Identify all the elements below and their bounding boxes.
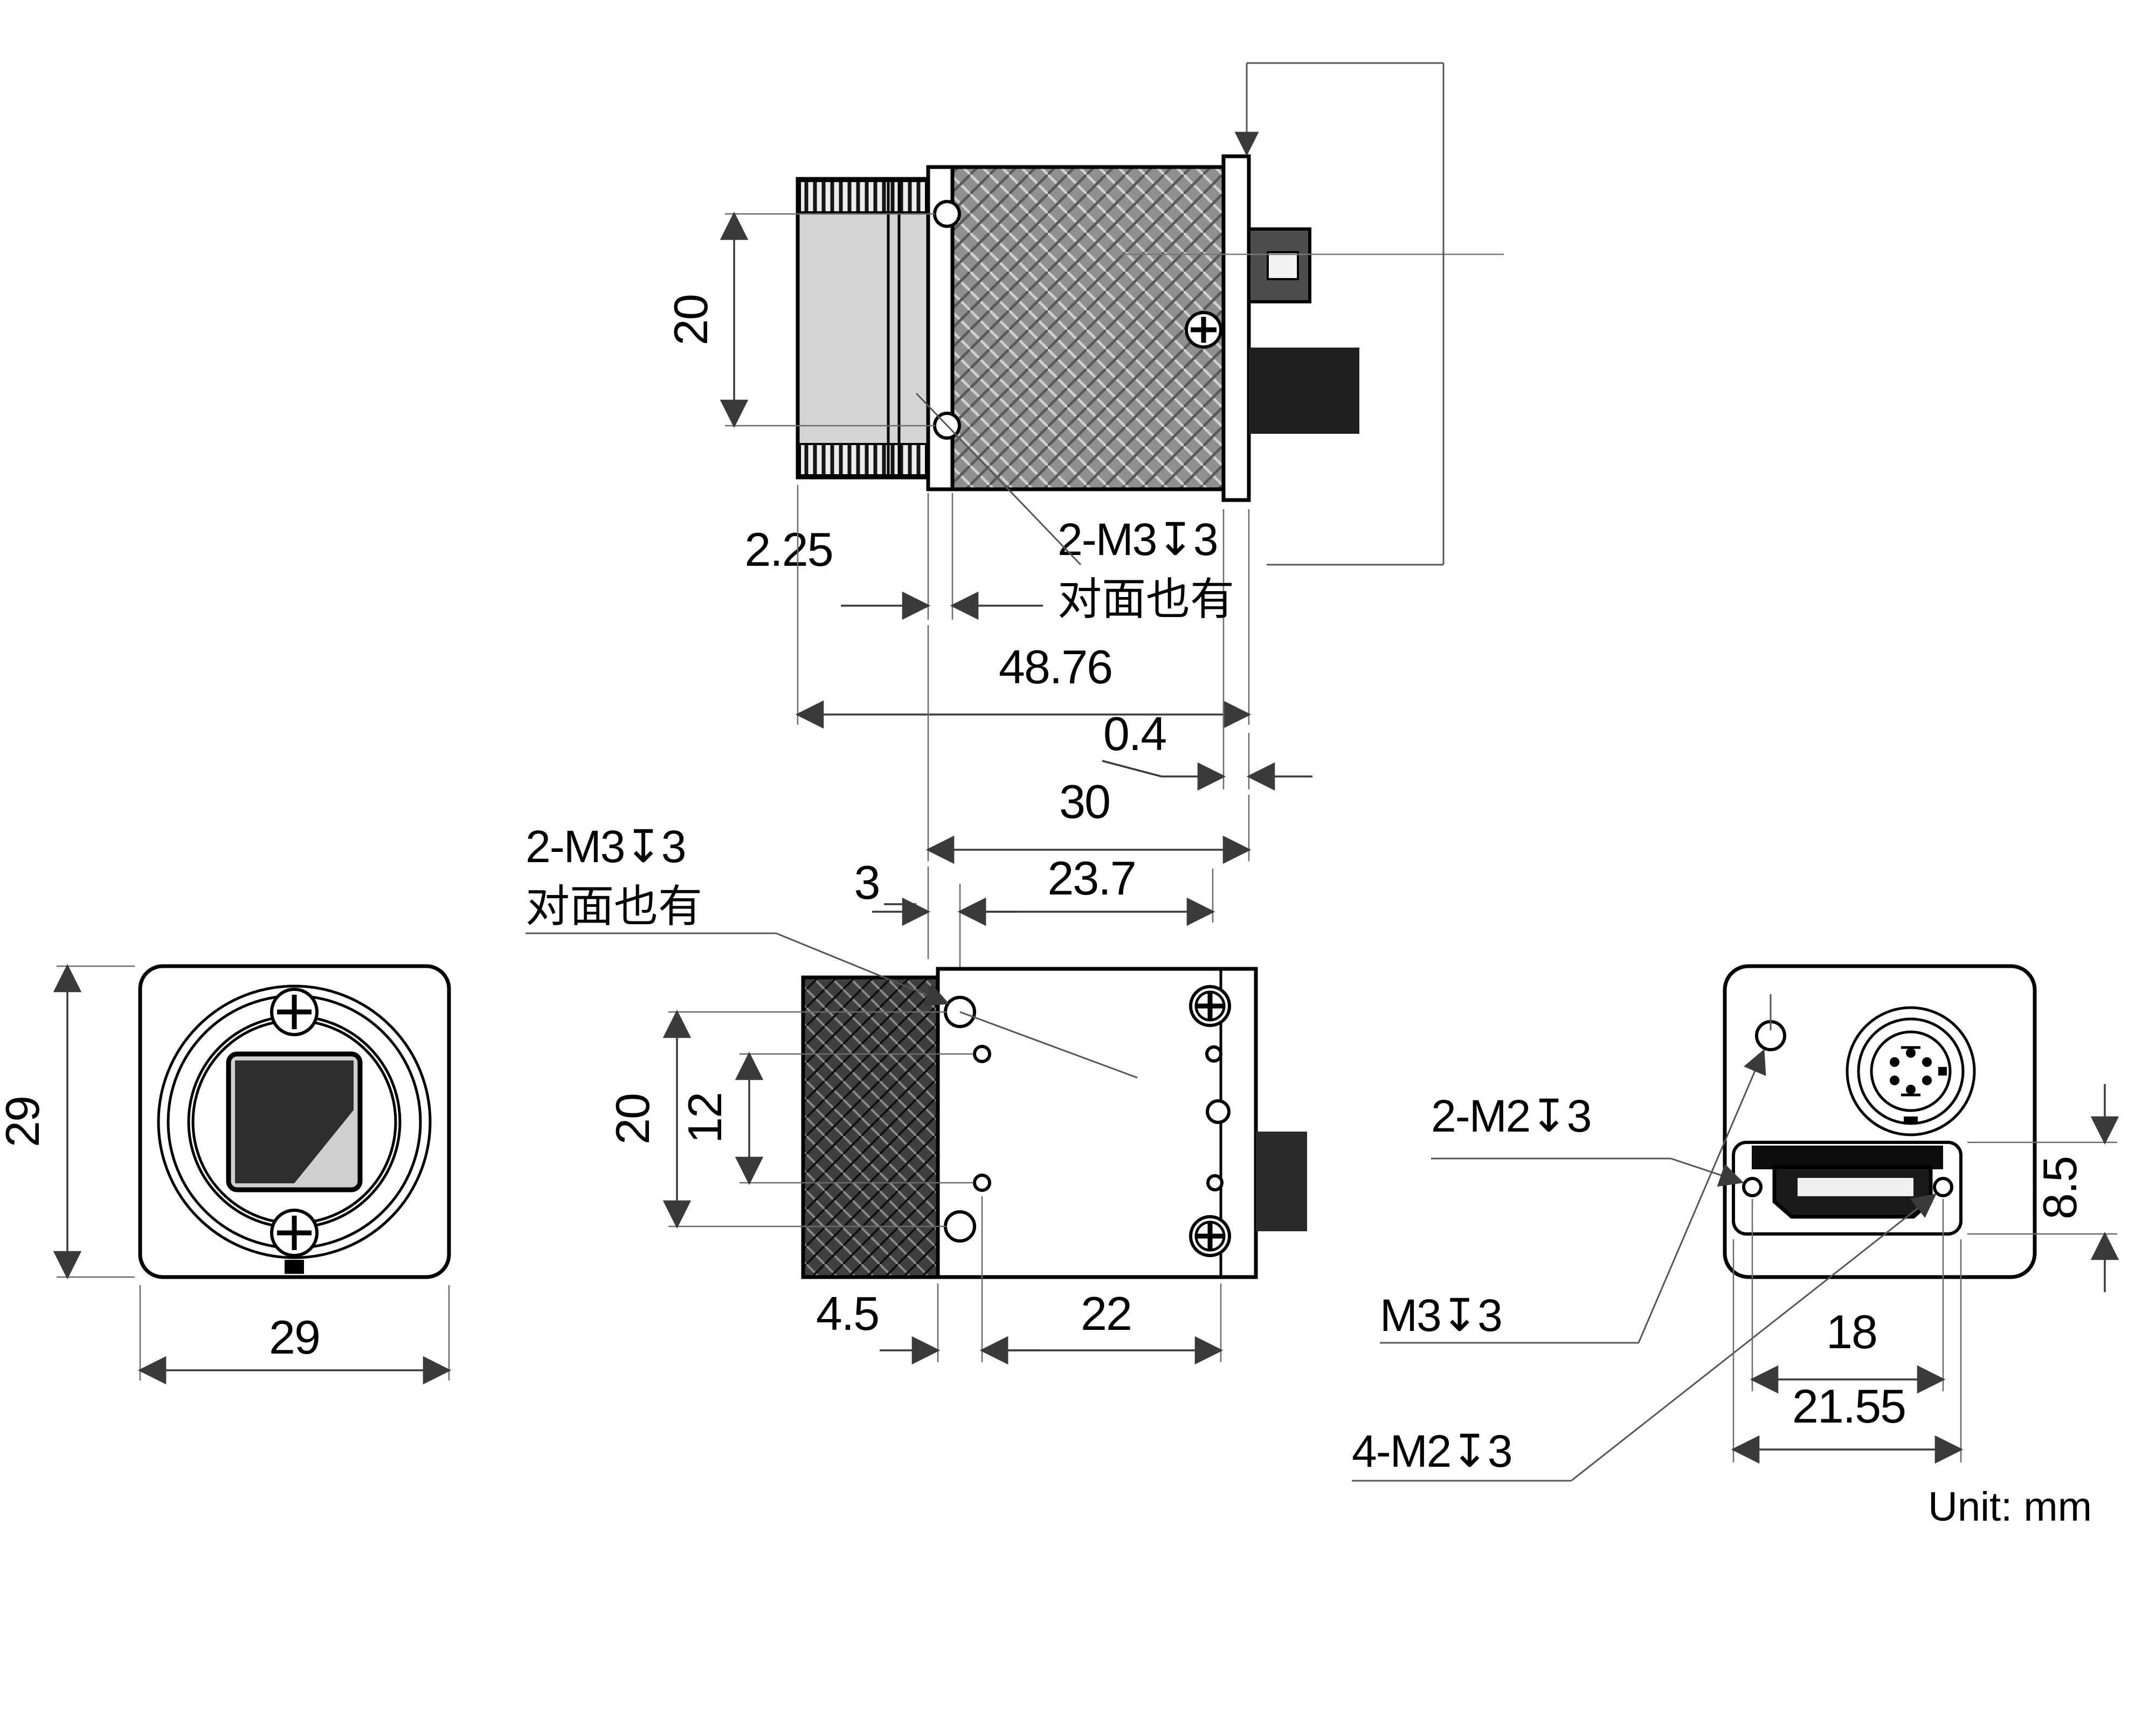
callout-4m2: 4-M2↧3 <box>1352 1426 1511 1476</box>
dim-top-hole-span: 20 <box>664 295 717 345</box>
hdmi-screw-left <box>1742 1177 1763 1197</box>
side-small-hole-1 <box>973 1045 991 1063</box>
dim-front-height: 29 <box>0 1097 49 1147</box>
callout-m3: M3↧3 <box>1380 1290 1502 1341</box>
back-view-dimensions: 8.5 18 21.55 <box>1731 1084 2119 1464</box>
side-strip-hole-3 <box>1206 1174 1224 1191</box>
hdmi-tongue <box>1798 1178 1913 1196</box>
connector-pin-4 <box>1906 1085 1916 1094</box>
side-view <box>801 967 1307 1279</box>
dim-flange-thickness: 2.25 <box>744 523 832 576</box>
side-strip-hole-2 <box>1206 1099 1231 1124</box>
connector-top-notch <box>1267 251 1299 280</box>
back-view <box>1723 964 2037 1279</box>
top-view-dimensions: 20 2.25 48.76 0.4 30 3 23.7 <box>664 211 1312 1017</box>
side-view-thread-callout: 2-M3↧3 对面也有 <box>526 821 1138 1079</box>
front-view-dimensions: 29 29 <box>0 963 452 1385</box>
lens-knurl-band-bottom <box>799 443 927 476</box>
top-thread-note: 对面也有 <box>1058 575 1234 624</box>
side-connector-block <box>1256 1132 1307 1231</box>
dim-overall-length: 48.76 <box>999 640 1112 693</box>
lens-barrel <box>796 177 930 480</box>
dim-recess-width: 21.55 <box>1792 1379 1905 1433</box>
side-small-hole-2 <box>973 1174 991 1192</box>
dim-side-hole-span: 20 <box>606 1094 659 1145</box>
top-view <box>796 154 1504 502</box>
side-thread-note: 对面也有 <box>526 882 702 931</box>
side-m3-hole-2 <box>944 1210 976 1243</box>
lens-mount-ring-outer <box>157 984 432 1259</box>
connector-pin-1 <box>1906 1048 1916 1058</box>
dim-holes-to-back: 23.7 <box>1047 851 1135 905</box>
callout-2m2: 2-M2↧3 <box>1431 1091 1591 1141</box>
side-strip-hole-1 <box>1205 1045 1222 1063</box>
top-view-screw <box>1185 311 1222 349</box>
dim-screw-spacing: 18 <box>1826 1305 1877 1358</box>
back-view-callouts: 2-M2↧3 M3↧3 4-M2↧3 <box>1352 1049 1937 1482</box>
side-view-dimensions: 20 12 4.5 22 <box>606 1009 1224 1365</box>
top-thread-label: 2-M3↧3 <box>1058 514 1217 565</box>
connector-pin-2 <box>1922 1057 1932 1067</box>
connector-top-block <box>1249 348 1359 434</box>
side-lens-block <box>801 975 940 1279</box>
connector-pin-6 <box>1890 1057 1899 1067</box>
sensor-die <box>235 1060 354 1183</box>
connector-pin-5 <box>1890 1076 1899 1085</box>
top-view-thread-callout: 2-M3↧3 对面也有 <box>915 62 1445 624</box>
back-plate-top <box>1221 154 1251 502</box>
circular-connector <box>1846 1006 1976 1136</box>
m3-hole-top-1 <box>933 200 961 228</box>
dim-side-front-offset: 4.5 <box>816 1287 879 1340</box>
dim-side-small-hole-span: 12 <box>678 1093 731 1143</box>
front-view <box>138 964 451 1279</box>
side-thread-label: 2-M3↧3 <box>526 821 685 872</box>
dim-front-width: 29 <box>269 1310 320 1364</box>
unit-note: Unit: mm <box>1928 1484 2092 1530</box>
front-screw-bottom <box>270 1209 319 1257</box>
hdmi-screw-right <box>1933 1177 1953 1197</box>
connector-bottom-mark <box>1904 1116 1918 1124</box>
side-screw-bottom <box>1189 1215 1231 1257</box>
side-screw-top <box>1189 985 1231 1027</box>
front-screw-top <box>270 988 319 1036</box>
dim-side-body-depth: 22 <box>1081 1287 1131 1340</box>
lens-knurl-band-top <box>799 180 927 213</box>
connector-pin-3 <box>1922 1076 1932 1085</box>
connector-key-mark <box>1938 1067 1947 1076</box>
dim-hole-offset: 3 <box>854 856 880 909</box>
dim-connector-height: 8.5 <box>2033 1157 2086 1219</box>
dim-body-length: 30 <box>1059 775 1110 828</box>
front-index-mark <box>285 1260 304 1274</box>
dim-back-plate: 0.4 <box>1103 707 1166 760</box>
camera-body-top <box>950 165 1226 491</box>
